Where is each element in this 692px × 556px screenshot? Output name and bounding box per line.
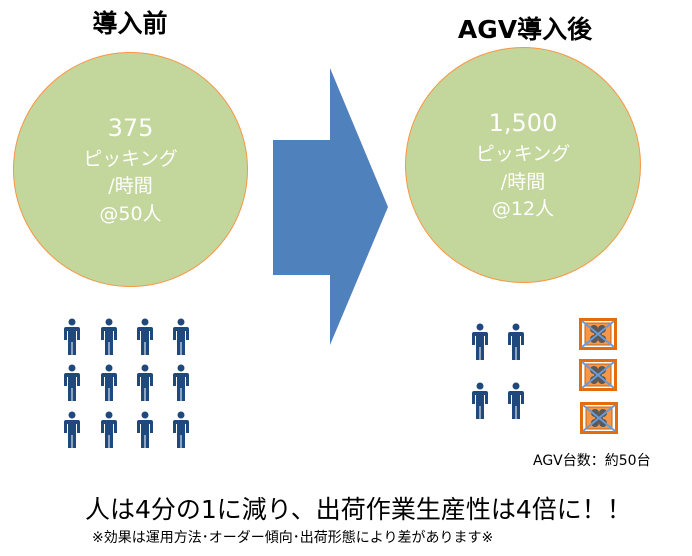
person-icon	[172, 364, 190, 402]
person-icon	[136, 318, 154, 356]
after-value: 1,500	[488, 109, 558, 138]
person-icon	[471, 323, 489, 361]
person-icon	[100, 364, 118, 402]
person-icon	[507, 323, 525, 361]
after-workers: @12人	[491, 198, 555, 221]
agv-robot-icon	[579, 318, 617, 350]
person-icon	[63, 318, 81, 356]
after-circle: 1,500 ピッキング /時間 @12人	[405, 47, 641, 283]
person-icon	[172, 318, 190, 356]
person-icon	[136, 364, 154, 402]
agv-count: AGV台数：約50台	[533, 453, 651, 469]
person-icon	[63, 411, 81, 449]
person-icon	[63, 364, 81, 402]
person-icon	[507, 382, 525, 420]
person-icon	[471, 382, 489, 420]
before-unit2: /時間	[108, 175, 153, 198]
note: ※効果は運用方法･オーダー傾向･出荷形態により差があります※	[92, 530, 494, 546]
after-unit2: /時間	[500, 170, 546, 193]
right-arrow-icon	[273, 68, 388, 345]
person-icon	[136, 411, 154, 449]
person-icon	[172, 411, 190, 449]
person-icon	[100, 318, 118, 356]
before-workers: @50人	[99, 202, 162, 225]
before-unit1: ピッキング	[83, 147, 178, 170]
after-unit1: ピッキング	[475, 143, 571, 166]
before-title: 導入前	[92, 9, 168, 38]
before-value: 375	[107, 113, 154, 142]
headline: 人は4分の1に減り、出荷作業生産性は4倍に！！	[85, 495, 632, 524]
person-icon	[100, 411, 118, 449]
agv-robot-icon	[580, 402, 618, 434]
after-title: AGV導入後	[457, 15, 593, 44]
before-circle: 375 ピッキング /時間 @50人	[13, 52, 248, 287]
agv-robot-icon	[579, 359, 617, 391]
